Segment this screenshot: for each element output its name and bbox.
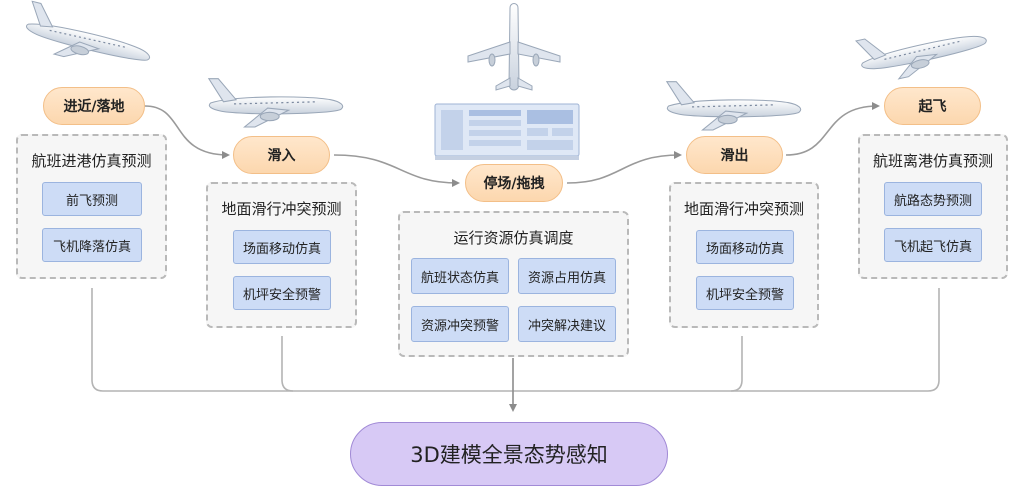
group-title: 运行资源仿真调度 (453, 229, 574, 247)
airplane-icon (208, 78, 344, 128)
group-taxi-in-conflict-prediction: 地面滑行冲突预测 场面移动仿真 机坪安全预警 (206, 182, 357, 328)
stage-taxi-in: 滑入 (233, 136, 330, 174)
group-title: 航班离港仿真预测 (872, 152, 993, 170)
item-resource-occupancy-simulation: 资源占用仿真 (518, 258, 616, 294)
airplane-icon (20, 0, 157, 78)
item-apron-safety-warning: 机坪安全预警 (233, 276, 331, 310)
airplane-icon (467, 3, 561, 91)
connector-approach-to-taxi-in (144, 105, 230, 159)
group-resource-scheduling: 运行资源仿真调度 航班状态仿真 资源占用仿真 资源冲突预警 冲突解决建议 (398, 211, 629, 357)
item-surface-movement-simulation: 场面移动仿真 (696, 230, 794, 264)
airport-screen-icon (434, 103, 580, 160)
item-landing-simulation: 飞机降落仿真 (42, 228, 142, 262)
airplane-icon (666, 81, 802, 131)
connector-taxi-in-group-down (281, 336, 294, 392)
connector-parking-to-taxi-out (566, 151, 682, 184)
group-taxi-out-conflict-prediction: 地面滑行冲突预测 场面移动仿真 机坪安全预警 (669, 182, 819, 328)
item-forward-flight-prediction: 前飞预测 (42, 182, 142, 216)
connector-bus-line (91, 288, 940, 392)
group-departure-prediction: 航班离港仿真预测 航路态势预测 飞机起飞仿真 (858, 134, 1008, 279)
stage-parking-towing: 停场/拖拽 (465, 164, 563, 202)
stage-approach-landing: 进近/落地 (43, 87, 145, 125)
item-flight-status-simulation: 航班状态仿真 (411, 258, 509, 294)
item-surface-movement-simulation: 场面移动仿真 (233, 230, 331, 264)
item-route-situation-prediction: 航路态势预测 (884, 182, 982, 216)
group-title: 航班进港仿真预测 (31, 152, 152, 170)
connector-taxi-out-to-takeoff (785, 102, 880, 156)
group-arrival-prediction: 航班进港仿真预测 前飞预测 飞机降落仿真 (16, 134, 167, 279)
stage-takeoff: 起飞 (884, 87, 981, 125)
item-conflict-resolution-suggestion: 冲突解决建议 (518, 306, 616, 342)
group-title: 地面滑行冲突预测 (221, 200, 342, 218)
item-resource-conflict-warning: 资源冲突预警 (411, 306, 509, 342)
group-title: 地面滑行冲突预测 (683, 200, 804, 218)
airplane-icon (855, 13, 991, 87)
stage-taxi-out: 滑出 (686, 136, 783, 174)
item-apron-safety-warning: 机坪安全预警 (696, 276, 794, 310)
item-takeoff-simulation: 飞机起飞仿真 (884, 228, 982, 262)
connector-taxi-out-group-down (730, 336, 743, 392)
connector-taxi-in-to-parking (333, 154, 460, 187)
result-3d-situation-awareness: 3D建模全景态势感知 (350, 422, 668, 486)
